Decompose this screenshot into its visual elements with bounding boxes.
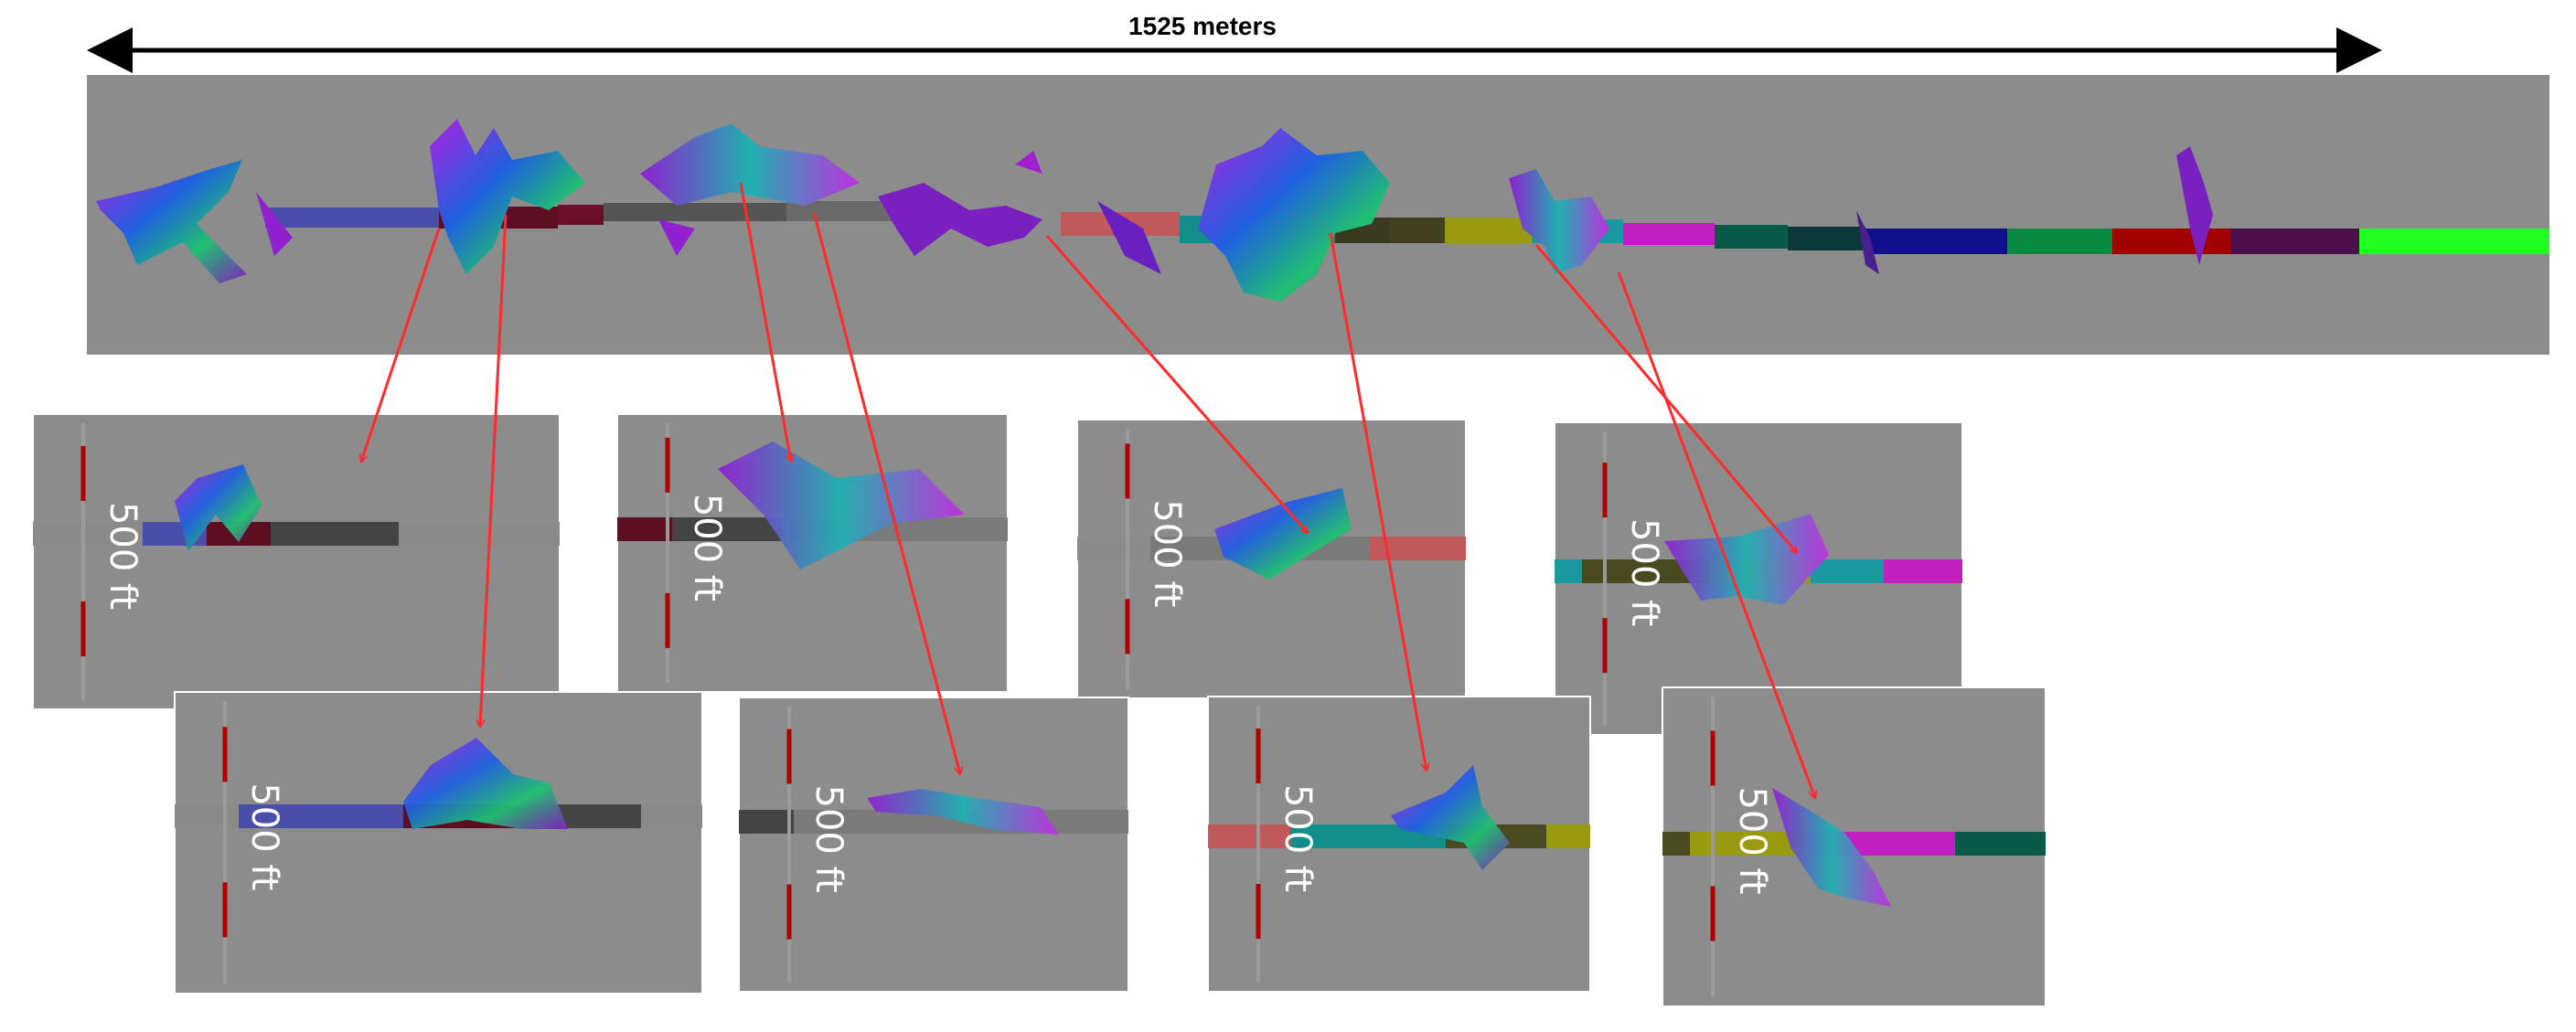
fracture-shape — [1214, 488, 1352, 580]
wellbore-segment — [1546, 825, 1590, 848]
scale-label: 500 ft — [243, 782, 285, 890]
wellbore-segment — [641, 804, 702, 828]
zoom-panel-d: 500 ft — [1554, 421, 1963, 736]
fracture-shape — [1664, 514, 1829, 605]
arrow-8 — [1617, 271, 1815, 798]
scale-label: 500 ft — [807, 784, 850, 892]
fracture-shape — [175, 464, 262, 551]
wellbore-segment — [1555, 559, 1582, 583]
zoom-panel-g: 500 ft — [1207, 696, 1591, 993]
scale-label: 500 ft — [1731, 786, 1773, 894]
wellbore-segment — [739, 810, 794, 834]
arrow-6 — [1329, 232, 1427, 771]
wellbore-segment — [672, 517, 782, 541]
scale-label: 500 ft — [102, 502, 144, 610]
zoom-panel-b: 500 ft — [616, 413, 1009, 693]
pointer-arrows — [361, 182, 1815, 798]
fracture-shape — [1772, 788, 1891, 907]
distance-indicator: 1525 meters — [87, 12, 2382, 73]
scale-label: 500 ft — [1277, 784, 1319, 892]
fracture-shape — [867, 789, 1059, 835]
fracture-clusters — [96, 119, 2213, 302]
wellbore-segment — [33, 522, 143, 546]
wellbore-segment — [1208, 825, 1290, 848]
zoom-panel-a: 500 ft — [32, 413, 561, 710]
wellbore-segment — [1884, 559, 1962, 583]
wellbore-segment — [1955, 832, 2046, 856]
overview-panel — [87, 75, 2549, 355]
wellbore-segment — [175, 804, 239, 828]
zoom-panel-e: 500 ft — [174, 691, 703, 995]
wellbore-segment — [559, 804, 641, 828]
wellbore-segment — [399, 522, 560, 546]
arrow-5 — [1045, 235, 1308, 533]
wellbore-segment — [271, 522, 399, 546]
wellbore-segment — [239, 804, 403, 828]
scale-label: 500 ft — [686, 494, 728, 601]
fracture-shape — [403, 738, 568, 829]
wellbore-segment — [1811, 559, 1884, 583]
arrow-3 — [739, 182, 791, 462]
wellbore-segment — [1077, 537, 1150, 560]
arrow-1 — [361, 228, 441, 462]
distance-label: 1525 meters — [1128, 12, 1277, 40]
arrow-2 — [480, 214, 508, 727]
scale-label: 500 ft — [1146, 499, 1188, 607]
wellbore-segment — [617, 517, 672, 541]
wellbore-segment — [1662, 832, 1690, 856]
wellbore-stages — [265, 201, 2549, 254]
fracture-shape — [1391, 765, 1510, 870]
zoom-panel-f: 500 ft — [738, 697, 1129, 993]
zoom-panel-h: 500 ft — [1662, 686, 2047, 1007]
scale-label: 500 ft — [1623, 518, 1665, 626]
arrow-4 — [812, 211, 960, 774]
fracture-shape — [718, 442, 965, 569]
zoom-panel-c: 500 ft — [1076, 419, 1467, 699]
